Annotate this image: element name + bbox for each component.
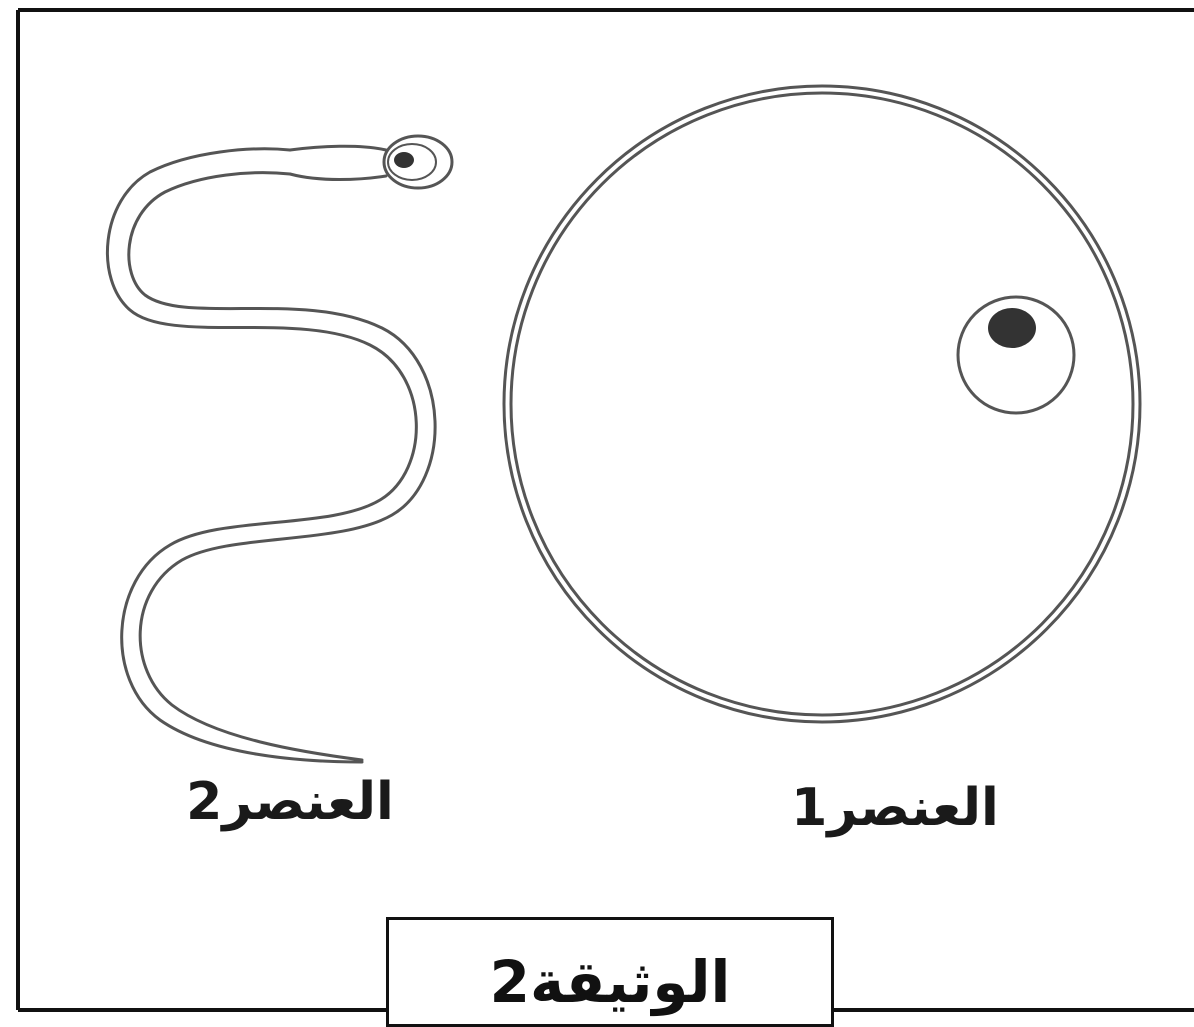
sperm-cell xyxy=(107,136,452,762)
sperm-tail-outer xyxy=(107,149,416,762)
element-1-label: العنصر1 xyxy=(770,778,1020,838)
sperm-nucleus xyxy=(394,152,414,168)
document-caption-box: الوثيقة2 xyxy=(386,917,834,1027)
outer-border xyxy=(18,10,1194,1010)
sperm-tail-inner xyxy=(129,173,435,760)
ovum-nucleolus xyxy=(988,308,1036,348)
element-2-label: العنصر2 xyxy=(170,772,410,832)
ovum-cell xyxy=(504,86,1140,722)
document-caption: الوثيقة2 xyxy=(389,948,831,1016)
sperm-midpiece xyxy=(290,146,386,179)
